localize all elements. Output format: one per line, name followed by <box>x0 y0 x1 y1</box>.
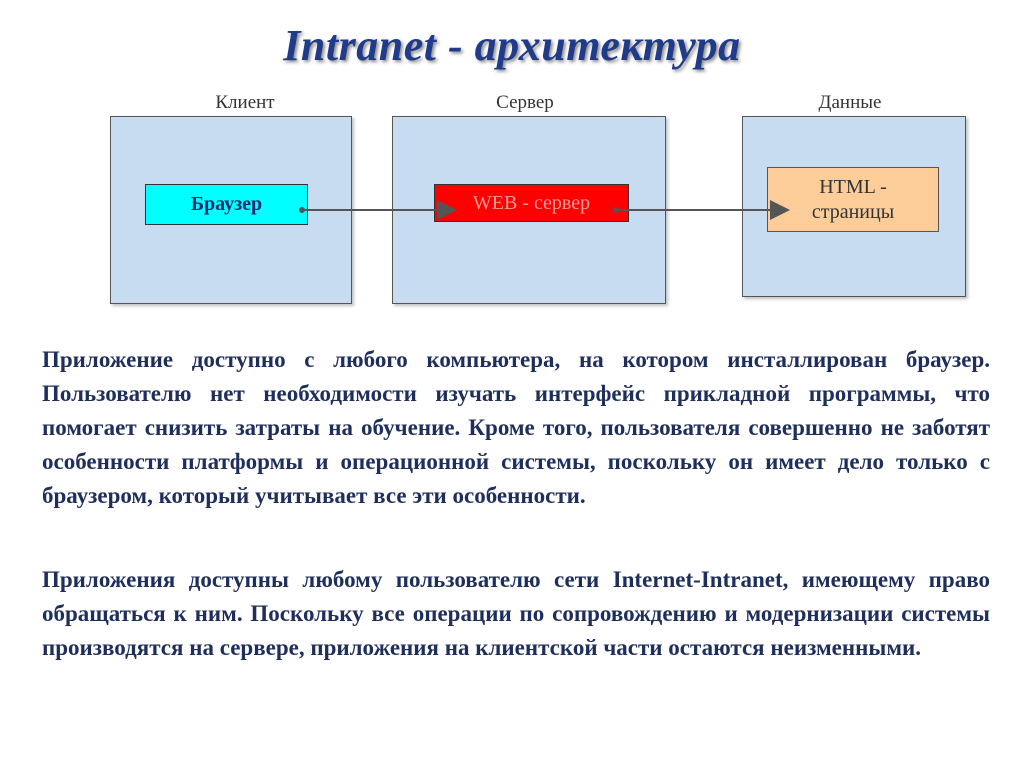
html-pages-node: HTML - страницы <box>767 167 939 232</box>
arrow-start-dot-browser <box>299 207 305 213</box>
paragraph-1: Приложение доступно с любого компьютера,… <box>42 347 990 508</box>
slide-title: Intranet - архитектура <box>283 21 741 70</box>
column-label-server: Сервер <box>496 92 554 113</box>
column-label-client: Клиент <box>215 92 275 113</box>
arrow-start-dot-server <box>613 207 619 213</box>
paragraph-2: Приложения доступны любому пользователю … <box>42 567 990 660</box>
html-pages-line2: страницы <box>811 200 895 223</box>
column-label-data: Данные <box>818 92 882 113</box>
browser-node: Браузер <box>145 184 308 225</box>
html-pages-line1: HTML - <box>819 175 887 198</box>
web-server-node: WEB - сервер <box>434 184 629 222</box>
